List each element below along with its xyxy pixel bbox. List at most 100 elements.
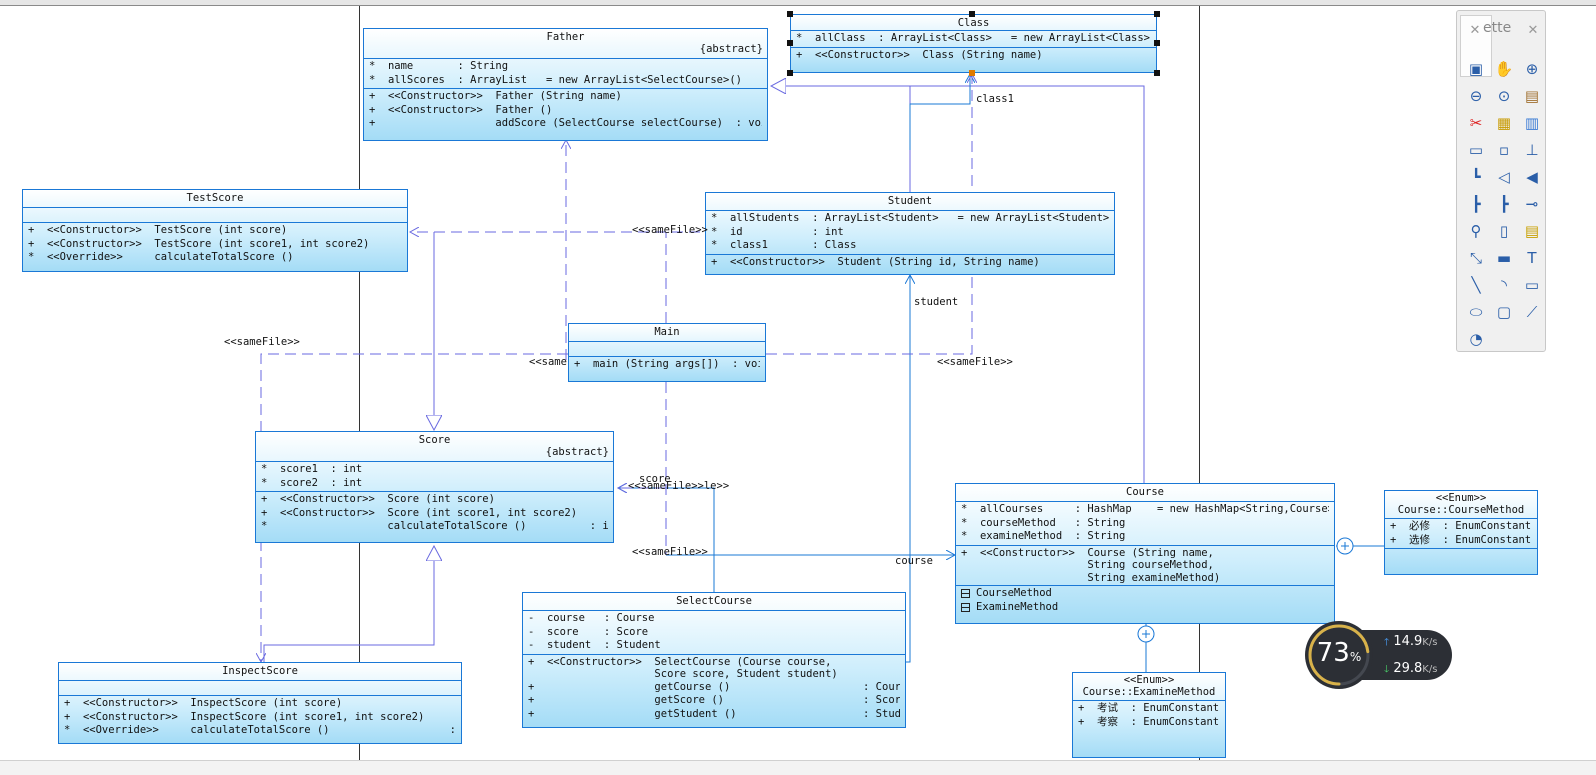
selection-handle[interactable] [1154,11,1160,17]
operation-row: + <<Constructor>> Student (String id, St… [711,255,1040,268]
operation-row: + <<Constructor>> Score (int score) [261,493,495,505]
selection-handle[interactable] [969,11,975,17]
operations-section: + <<Constructor>> Student (String id, St… [706,253,1114,271]
note-alt-icon[interactable]: ▤ [1518,217,1546,244]
tree-alt-icon-glyph: ┣ [1499,194,1509,213]
attribute-row: * examineMethod : String [961,530,1126,542]
class-name: Father [546,31,585,43]
hand-icon-glyph: ✋ [1494,59,1514,78]
anchor-icon-glyph: ⤡ [1469,248,1482,267]
close-icon[interactable]: ✕ [1527,23,1539,38]
polyline-icon[interactable]: ⟋ [1518,298,1546,325]
swimlane-divider-left [359,6,360,760]
zoom-fit-icon[interactable]: ⊙ [1490,82,1518,109]
operations-section: + <<Constructor>> Course (String name, S… [956,544,1334,586]
polyline-icon-glyph: ⟋ [1526,302,1538,321]
selection-handle[interactable] [787,40,793,46]
class-selectcourse[interactable]: SelectCourse - course : Course - score :… [522,592,906,728]
zoom-in-icon[interactable]: ⊕ [1518,55,1546,82]
enum-examinemethod[interactable]: <<Enum>> Course::ExamineMethod + 考试 : En… [1072,672,1226,758]
edge-label-samefile: <<sameFile>>le>> [628,480,730,492]
tool-palette: ette ✕ ✕ ▣✋⊕⊖⊙▤✂▦▥▭▫⊥┗◁◀┣┣⊸⚲▯▤⤡▬T╲◝▭⬭▢⟋◔ [1456,10,1546,352]
class-name: Course [1126,486,1164,498]
selection-handle[interactable] [787,70,793,76]
nested-class-row[interactable]: CourseMethod [961,587,1329,601]
class-name: Course::CourseMethod [1397,504,1525,516]
enum-constant-row: + 考试 : EnumConstant [1078,702,1220,714]
operation-row: + <<Constructor>> TestScore (int score) [28,224,288,236]
dependency-edges [261,74,972,662]
realization-icon[interactable]: ◁ [1490,163,1518,190]
class-course[interactable]: Course * allCourses : HashMap = new Hash… [955,483,1335,624]
selection-handle[interactable] [787,11,793,17]
class-score[interactable]: Score {abstract} * score1 : int * score2… [255,431,614,543]
zoom-out-icon[interactable]: ⊖ [1462,82,1490,109]
link-icon[interactable]: ⊸ [1518,190,1546,217]
selection-handle[interactable] [1154,70,1160,76]
text-icon[interactable]: T [1518,244,1546,271]
class-name: Class [957,17,990,29]
usage-gauge-ring [1305,621,1373,689]
arc-icon[interactable]: ◝ [1490,271,1518,298]
rounded-rect-icon[interactable]: ▢ [1490,298,1518,325]
close-icon[interactable]: ✕ [1469,23,1481,38]
properties-icon[interactable]: ▤ [1518,82,1546,109]
rectangle-icon[interactable]: ▭ [1518,271,1546,298]
small-box-icon-glyph: ▫ [1498,140,1510,159]
edge-inspectscore-to-score [263,546,434,662]
rounded-rect-icon-glyph: ▢ [1496,302,1512,321]
cut-icon[interactable]: ✂ [1462,109,1490,136]
class-father[interactable]: Father {abstract} * name : String * allS… [363,28,768,141]
table-icon[interactable]: ▥ [1518,109,1546,136]
operation-row: + getCourse () : Course [528,680,900,693]
attribute-row: * allStudents : ArrayList<Student> = new… [711,212,1109,224]
line-icon[interactable]: ╲ [1462,271,1490,298]
attribute-row: * courseMethod : String [961,516,1126,529]
operation-row: * <<Override>> calculateTotalScore () : … [28,251,294,263]
note-icon[interactable]: ▯ [1490,217,1518,244]
pin-icon[interactable]: ⚲ [1462,217,1490,244]
enum-constant-row: + 考察 : EnumConstant [1078,715,1220,728]
inheritance-icon[interactable]: ┗ [1462,163,1490,190]
package-icon[interactable]: ▦ [1490,109,1518,136]
class-student[interactable]: Student * allStudents : ArrayList<Studen… [705,192,1115,275]
hand-icon[interactable]: ✋ [1490,55,1518,82]
arrow-down-icon: 🡓 [1384,664,1390,675]
zoom-fit-icon-glyph: ⊙ [1497,86,1511,105]
enum-coursemethod[interactable]: <<Enum>> Course::CourseMethod + 必修 : Enu… [1384,490,1538,575]
container-icon[interactable]: ▬ [1490,244,1518,271]
network-monitor-widget[interactable]: 73% 🡑 14.9K/s 🡓 29.8K/s [1304,620,1452,690]
class-icon[interactable]: ▭ [1462,136,1490,163]
nested-class-row[interactable]: ExamineMethod [961,601,1329,615]
small-box-icon[interactable]: ▫ [1490,136,1518,163]
usage-percent-unit: % [1349,650,1362,664]
ellipse-icon[interactable]: ⬭ [1462,298,1490,325]
select-icon[interactable]: ▣ [1462,55,1490,82]
note-icon-glyph: ▯ [1499,221,1509,240]
class-name: Main [654,326,680,338]
hierarchy-icon[interactable]: ⊥ [1518,136,1546,163]
selection-handle[interactable] [1154,40,1160,46]
association-icon[interactable]: ◀ [1518,163,1546,190]
properties-icon-glyph: ▤ [1524,86,1540,105]
nested-class-icon [961,602,970,612]
operations-section: + <<Constructor>> InspectScore (int scor… [59,695,461,739]
edge-label-samefile: <<sameFile>> [632,546,708,558]
class-main[interactable]: Main + main (String args[]) : void [568,323,766,382]
class-name: Course::ExamineMethod [1082,686,1216,698]
nesting-markers [1137,537,1354,643]
role-label-score: score [639,473,671,485]
tree-icon[interactable]: ┣ [1462,190,1490,217]
anchor-icon[interactable]: ⤡ [1462,244,1490,271]
selection-handle[interactable] [969,70,975,76]
class-testscore[interactable]: TestScore + <<Constructor>> TestScore (i… [22,189,408,272]
tree-alt-icon[interactable]: ┣ [1490,190,1518,217]
class-inspectscore[interactable]: InspectScore + <<Constructor>> InspectSc… [58,662,462,744]
nested-class-label: ExamineMethod [976,600,1059,613]
class-class[interactable]: Class * allClass : ArrayList<Class> = ne… [790,14,1157,73]
arrow-up-icon: 🡑 [1384,637,1390,648]
role-label-course: course [895,555,933,567]
download-speed: 🡓 29.8K/s [1384,661,1437,679]
container-icon-glyph: ▬ [1496,248,1512,267]
freeform-icon[interactable]: ◔ [1462,325,1490,352]
